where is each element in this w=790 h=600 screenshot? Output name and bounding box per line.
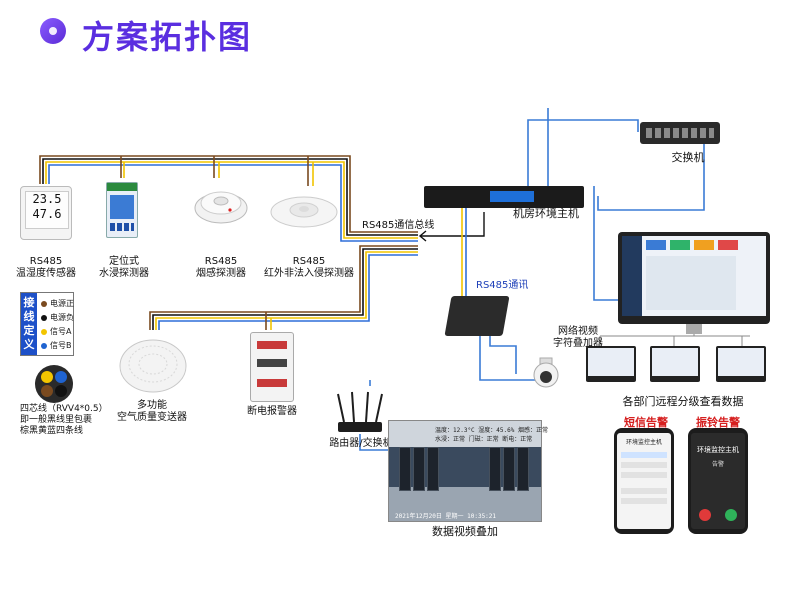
network-switch: [640, 122, 720, 144]
dept-monitor-1: [586, 346, 636, 382]
router-label: 路由器/交换机: [329, 438, 393, 449]
ir-detector-label: RS485 红外非法入侵探测器: [264, 256, 354, 279]
dept-monitor-2: [650, 346, 700, 382]
environment-host: [424, 186, 584, 208]
power-alarm-label: 断电报警器: [247, 406, 297, 417]
temp-sensor-screen: 23.5 47.6: [25, 191, 69, 229]
legend-item-power-negative: 电源负: [41, 313, 74, 323]
caller-name: 环境监控主机: [697, 446, 739, 454]
wiring-legend-title: 接线定义: [21, 293, 37, 355]
bus-wire-black: [42, 158, 418, 236]
answer-call-icon: [725, 509, 737, 521]
page-title: 方案拓扑图: [82, 18, 253, 56]
infrared-detector-icon: [270, 196, 338, 228]
bus-wire-blue: [48, 164, 418, 242]
water-sensor-label: 定位式 水浸探测器: [99, 256, 149, 279]
cable-description: 四芯线（RVV4*0.5） 即一般黑线里包裹 棕黑黄蓝四条线: [20, 404, 108, 436]
rs485-converter: [444, 296, 510, 336]
temp-reading: 23.5: [32, 192, 62, 206]
smoke-detector-icon: [194, 191, 248, 224]
sms-screen-title: 环境监控主机: [625, 439, 662, 446]
overlay-line-2: 水浸：正常 门磁：正常 断电：正常: [435, 436, 533, 443]
legend-item-power-positive: 电源正: [41, 299, 74, 309]
overlay-line-1: 温度：12.3°C 湿度：45.6% 烟感：正常: [435, 427, 548, 434]
call-alert-label: 振铃告警: [696, 416, 740, 429]
temp-sensor-label: RS485 温湿度传感器: [16, 256, 76, 279]
power-failure-alarm: [250, 332, 294, 402]
host-label: 机房环境主机: [513, 207, 579, 220]
video-label: 数据视频叠加: [432, 525, 498, 538]
smoke-detector-label: RS485 烟感探测器: [196, 256, 246, 279]
yellow-dot-icon: [41, 328, 47, 335]
wiring-legend: 接线定义 电源正 电源负 信号A 信号B: [20, 292, 74, 356]
rs485-comm-label: RS485通讯: [476, 280, 529, 291]
humidity-reading: 47.6: [32, 207, 62, 221]
blue-dot-icon: [41, 342, 47, 349]
switch-ports: [646, 128, 714, 138]
departments-label: 各部门远程分级查看数据: [622, 395, 744, 408]
decline-call-icon: [699, 509, 711, 521]
bus-wire-brown: [39, 155, 418, 233]
black-dot-icon: [41, 314, 47, 321]
caller-sub: 告警: [711, 461, 724, 468]
dept-monitor-3: [716, 346, 766, 382]
video-overlay-frame: 温度：12.3°C 湿度：45.6% 烟感：正常 水浸：正常 门磁：正常 断电：…: [388, 420, 548, 522]
dome-camera-icon: [533, 357, 559, 388]
camera-label: 网络视频 字符叠加器: [553, 326, 603, 349]
air-quality-sensor-icon: [119, 339, 187, 393]
air-sensor-label: 多功能 空气质量变送器: [117, 400, 187, 423]
monitor-stand: [686, 324, 702, 334]
main-monitor: [618, 232, 770, 324]
call-phone: 环境监控主机 告警: [688, 428, 748, 534]
brown-dot-icon: [41, 300, 47, 307]
legend-item-signal-a: 信号A: [41, 327, 71, 337]
host-display: [490, 191, 534, 202]
rs485-bus-label: RS485通信总线: [362, 220, 435, 231]
bus-wire-yellow: [45, 161, 418, 239]
switch-label: 交换机: [671, 151, 705, 164]
router-icon: [337, 391, 383, 432]
legend-item-signal-b: 信号B: [41, 341, 72, 351]
sms-phone: 环境监控主机: [614, 428, 674, 534]
four-core-cable-icon: [35, 365, 73, 403]
title-bullet-icon: [40, 18, 66, 44]
sms-alert-label: 短信告警: [624, 416, 668, 429]
temp-humidity-sensor: 23.5 47.6: [20, 186, 72, 240]
overlay-timestamp: 2021年12月20日 星期一 10:35:21: [395, 513, 497, 520]
monitor-screen: [622, 236, 766, 316]
water-leak-detector: [106, 182, 138, 238]
